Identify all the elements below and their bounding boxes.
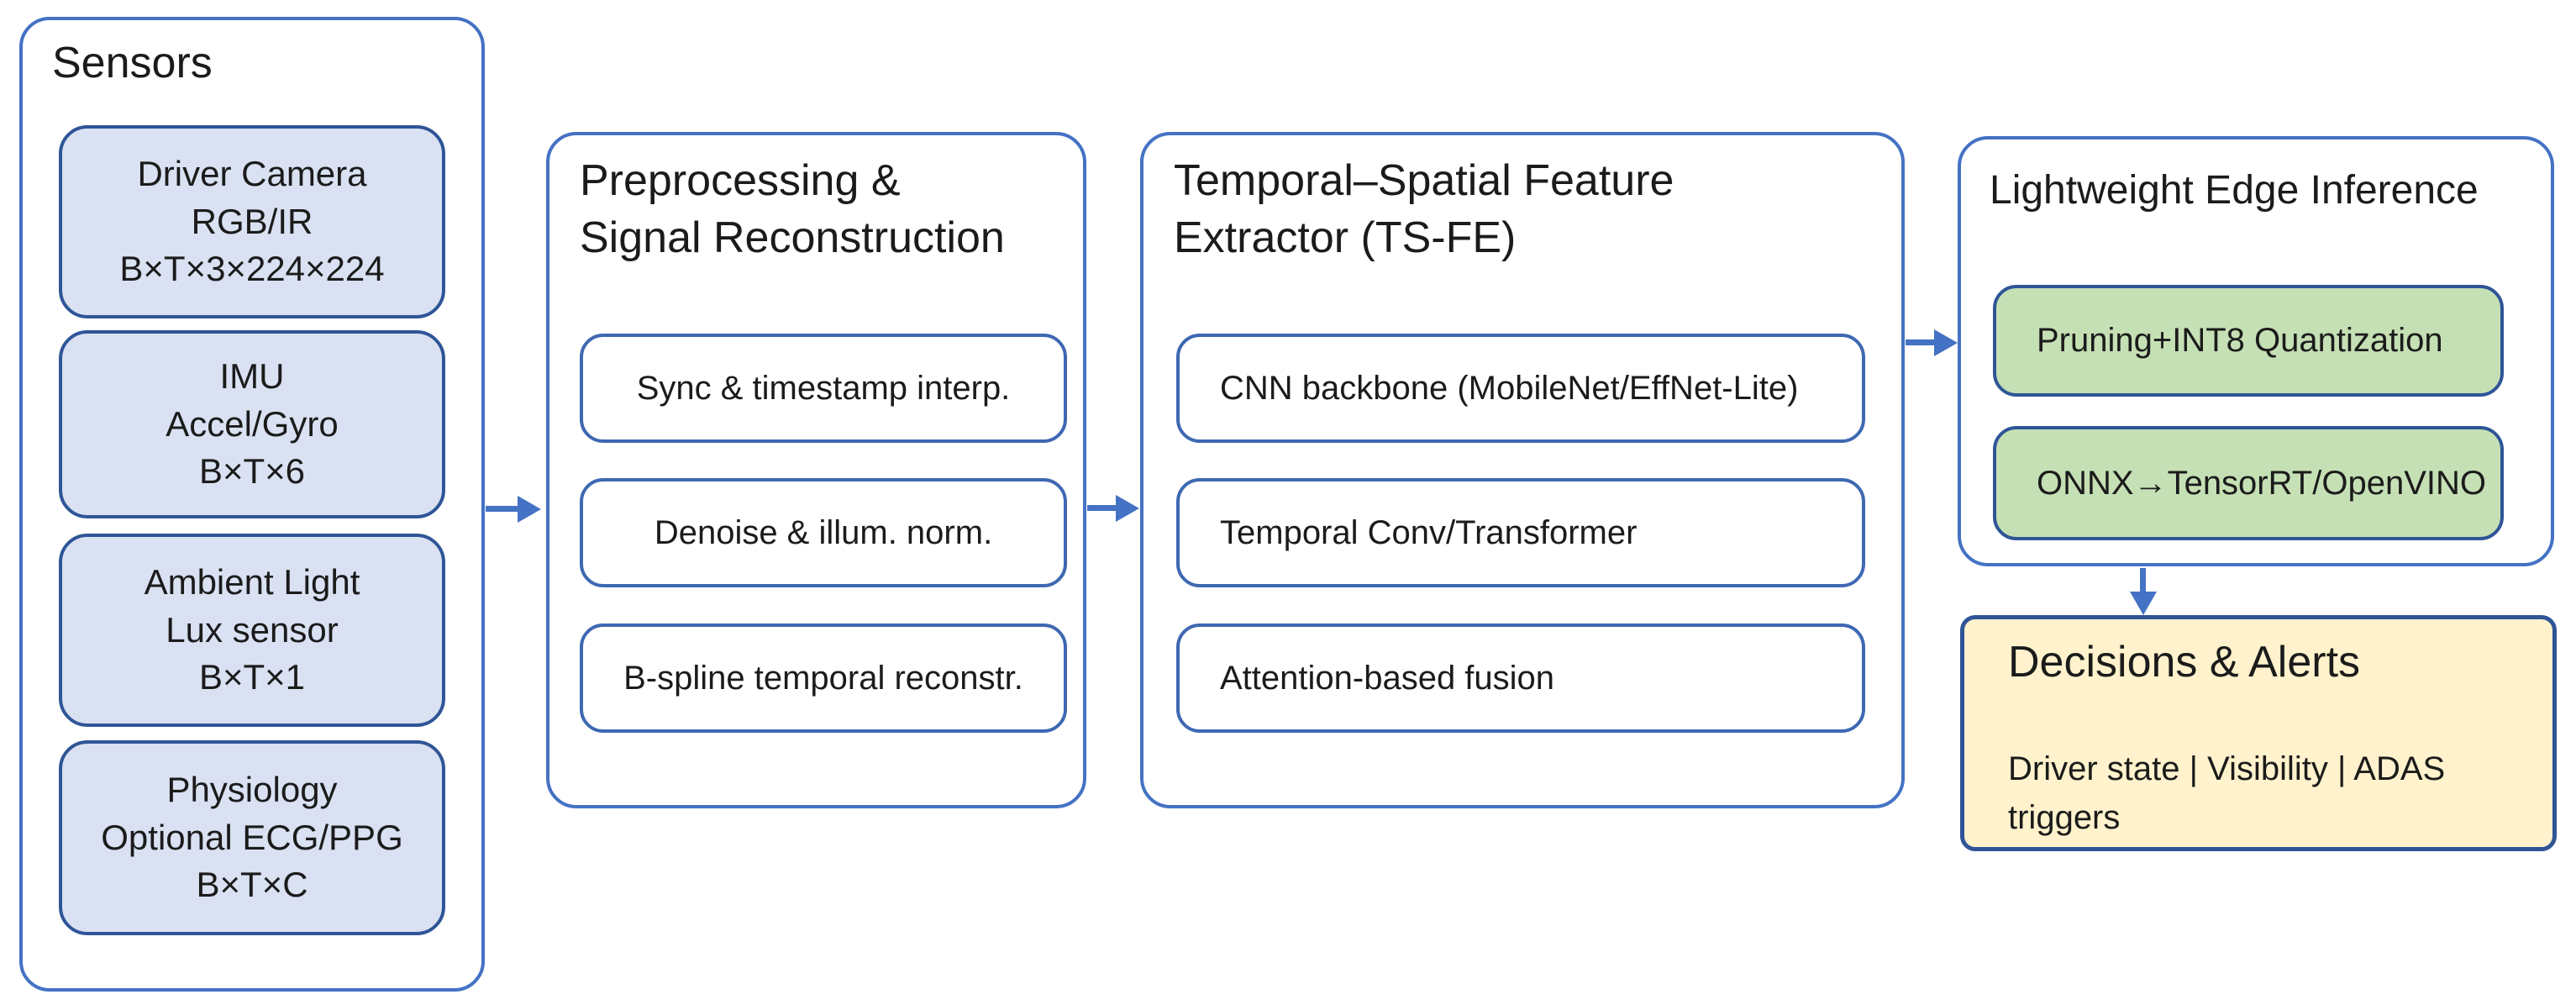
decisions-alerts-title: Decisions & Alerts: [2008, 638, 2361, 687]
sensors-panel-title: Sensors: [52, 39, 213, 87]
step-sync-timestamp-interp: Sync & timestamp interp.: [580, 334, 1067, 443]
step-label: Denoise & illum. norm.: [654, 513, 993, 551]
step-label: Pruning+INT8 Quantization: [2037, 322, 2443, 359]
arrow-preprocessing-to-tsfe: [1087, 494, 1139, 522]
preprocessing-title-line: Signal Reconstruction: [580, 213, 1005, 262]
arrow-sensors-to-preprocessing: [486, 495, 541, 523]
step-label: ONNX→TensorRT/OpenVINO: [2037, 464, 2486, 502]
sensor-box-line: B×T×6: [198, 451, 306, 492]
sensor-box-line: B×T×1: [198, 657, 306, 697]
preprocessing-title-line: Preprocessing &: [580, 156, 901, 205]
sensor-box-line: Physiology: [166, 769, 338, 809]
tsfe-panel-title: Temporal–Spatial Feature Extractor (TS-F…: [1174, 153, 1674, 266]
decisions-body-line: triggers: [2008, 799, 2121, 836]
sensor-box-imu: IMU Accel/Gyro B×T×6: [59, 330, 445, 518]
step-attention-based-fusion: Attention-based fusion: [1176, 624, 1865, 733]
sensor-box-line: B×T×3×224×224: [119, 249, 385, 289]
step-label: Attention-based fusion: [1220, 659, 1555, 697]
tsfe-title-line: Extractor (TS-FE): [1174, 213, 1517, 262]
sensor-box-line: B×T×C: [196, 865, 308, 905]
step-label: Sync & timestamp interp.: [636, 369, 1011, 407]
decisions-alerts-body: Driver state | Visibility | ADAS trigger…: [2008, 745, 2546, 842]
arrow-tsfe-to-edge-inference: [1906, 329, 1958, 356]
step-denoise-illum-norm: Denoise & illum. norm.: [580, 478, 1067, 587]
sensor-box-line: IMU: [219, 355, 285, 396]
sensor-box-line: Accel/Gyro: [166, 403, 339, 444]
sensor-box-physiology: Physiology Optional ECG/PPG B×T×C: [59, 740, 445, 935]
sensor-box-line: RGB/IR: [191, 201, 313, 241]
decisions-alerts-panel: [1960, 615, 2557, 851]
sensor-box-line: Ambient Light: [144, 561, 360, 602]
step-temporal-conv-transformer: Temporal Conv/Transformer: [1176, 478, 1865, 587]
edge-inference-panel-title: Lightweight Edge Inference: [1990, 168, 2479, 213]
step-onnx-tensorrt-openvino: ONNX→TensorRT/OpenVINO: [1993, 426, 2504, 540]
step-bspline-temporal-reconstr: B-spline temporal reconstr.: [580, 624, 1067, 733]
step-label: Temporal Conv/Transformer: [1220, 513, 1638, 551]
sensor-box-line: Driver Camera: [137, 153, 367, 193]
sensor-box-line: Lux sensor: [166, 609, 339, 650]
step-pruning-int8-quantization: Pruning+INT8 Quantization: [1993, 285, 2504, 397]
tsfe-title-line: Temporal–Spatial Feature: [1174, 156, 1674, 205]
arrow-edge-inference-to-decisions: [2129, 568, 2157, 615]
sensor-box-ambient-light: Ambient Light Lux sensor B×T×1: [59, 534, 445, 727]
decisions-body-line: Driver state | Visibility | ADAS: [2008, 750, 2446, 787]
step-label: CNN backbone (MobileNet/EffNet-Lite): [1220, 369, 1799, 407]
sensor-box-line: Optional ECG/PPG: [101, 817, 403, 857]
preprocessing-panel-title: Preprocessing & Signal Reconstruction: [580, 153, 1005, 266]
sensor-box-driver-camera: Driver Camera RGB/IR B×T×3×224×224: [59, 125, 445, 318]
step-label: B-spline temporal reconstr.: [623, 659, 1023, 697]
step-cnn-backbone: CNN backbone (MobileNet/EffNet-Lite): [1176, 334, 1865, 443]
